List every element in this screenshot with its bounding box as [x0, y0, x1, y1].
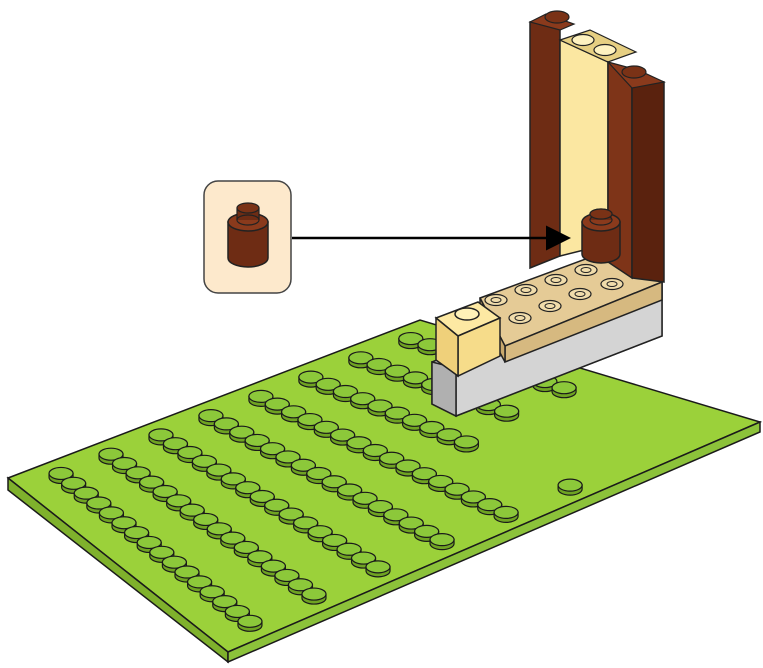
baseplate-stud-top: [366, 561, 390, 573]
baseplate-stud-top: [430, 534, 454, 546]
baseplate-stud-top: [454, 436, 478, 448]
tan-stud: [569, 289, 591, 300]
placed-round-brick: [582, 209, 620, 263]
tan-stud: [575, 265, 597, 276]
parts-callout: [204, 181, 291, 293]
tan-stud: [509, 313, 531, 324]
baseplate-stud-top: [558, 479, 582, 491]
left-brown-pillar: [530, 14, 560, 268]
baseplate-stud-top: [495, 405, 519, 417]
baseplate-stud-top: [494, 506, 518, 518]
tan-stud: [601, 279, 623, 290]
baseplate-stud-top: [238, 615, 262, 627]
tan-stud: [545, 275, 567, 286]
baseplate-stud-top: [302, 588, 326, 600]
tan-stud: [515, 285, 537, 296]
baseplate: [8, 320, 760, 662]
tan-stud: [539, 301, 561, 312]
tan-stud: [485, 295, 507, 306]
baseplate-stud-top: [552, 382, 576, 394]
